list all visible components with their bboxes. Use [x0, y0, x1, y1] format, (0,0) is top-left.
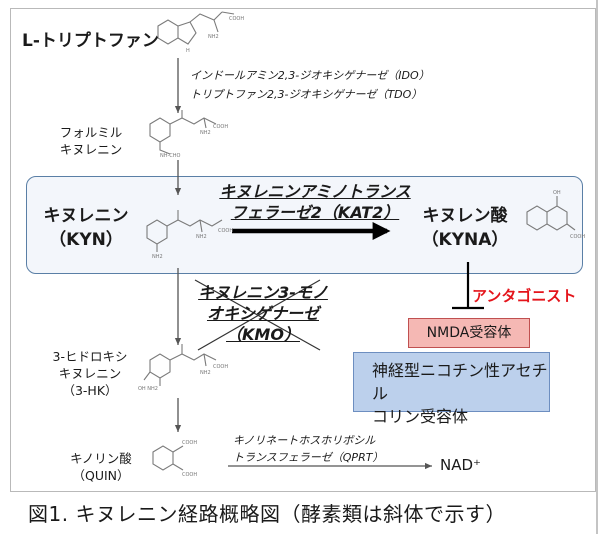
kmo-line-1: キヌレニン3-モノ: [198, 283, 328, 302]
nachr-line-1: 神経型ニコチン性アセチル: [372, 361, 548, 403]
svg-text:NH2: NH2: [200, 370, 211, 376]
structure-kynurenic-acid: [526, 196, 576, 231]
enzyme-ido: インドールアミン2,3-ジオキシゲナーゼ（IDO）: [190, 69, 430, 82]
kyn-highlight-box: [26, 176, 583, 274]
svg-text:COOH: COOH: [229, 16, 244, 22]
svg-text:COOH: COOH: [182, 472, 197, 478]
label-antagonist: アンタゴニスト: [472, 287, 577, 305]
kmo-line-2: オキシゲナーゼ: [206, 304, 319, 323]
svg-text:COOH: COOH: [182, 440, 197, 446]
kynurenic-acid-line-2: （KYNA）: [421, 230, 509, 250]
qprt-line-1: キノリネートホスホリボシル: [233, 434, 376, 447]
enzyme-tdo: トリプトファン2,3-ジオキシゲナーゼ（TDO）: [190, 88, 423, 101]
kat2-line-2: フェラーゼ2（KAT2）: [230, 203, 400, 222]
structure-quinolinic-acid: [152, 445, 184, 471]
page-edge: [596, 0, 598, 534]
svg-text:NH2: NH2: [196, 234, 207, 240]
svg-text:COOH: COOH: [213, 364, 228, 370]
svg-text:COOH: COOH: [218, 228, 233, 234]
label-l-tryptophan: L-トリプトファン: [22, 31, 159, 51]
label-nad: NAD⁺: [440, 456, 481, 474]
label-kynurenic-acid: キヌレン酸 （KYNA）: [410, 204, 520, 252]
structure-tryptophan: [157, 11, 235, 45]
quin-line-1: キノリン酸: [70, 451, 132, 466]
nachr-box: 神経型ニコチン性アセチル コリン受容体: [353, 352, 550, 426]
quin-line-2: （QUIN）: [72, 468, 130, 483]
3hk-line-2: キヌレニン: [58, 366, 122, 381]
svg-text:NH2: NH2: [208, 34, 219, 40]
label-quinolinic-acid: キノリン酸 （QUIN）: [56, 450, 146, 484]
3hk-line-3: （3-HK）: [62, 383, 118, 398]
svg-text:OH: OH: [553, 190, 561, 196]
kat2-line-1: キヌレニンアミノトランス: [219, 182, 411, 201]
label-kynurenine: キヌレニン （KYN）: [36, 204, 136, 252]
kmo-line-3: （KMO）: [226, 325, 300, 344]
kynurenine-line-1: キヌレニン: [43, 206, 129, 226]
svg-text:NH2: NH2: [152, 254, 163, 260]
nmda-receptor-box: NMDA受容体: [408, 318, 530, 348]
kmo-cross-line-2: [197, 279, 321, 351]
figure-frame: [10, 8, 596, 492]
qprt-line-2: トランスフェラーゼ（QPRT）: [233, 451, 384, 464]
svg-text:COOH: COOH: [213, 124, 228, 130]
label-formylkynurenine: フォルミル キヌレニン: [46, 124, 136, 158]
structure-3-hydroxykynurenine: [143, 344, 217, 386]
enzyme-kat2: キヌレニンアミノトランス フェラーゼ2（KAT2）: [200, 181, 430, 223]
svg-text:OH NH2: OH NH2: [138, 386, 158, 392]
enzyme-kmo: キヌレニン3-モノ オキシゲナーゼ （KMO）: [188, 282, 338, 345]
nachr-line-2: コリン受容体: [372, 407, 469, 426]
svg-text:NH-CHO: NH-CHO: [160, 153, 181, 159]
structure-kynurenine: [146, 210, 223, 252]
enzyme-qprt: キノリネートホスホリボシル トランスフェラーゼ（QPRT）: [233, 432, 383, 466]
svg-text:NH2: NH2: [200, 130, 211, 136]
formylkynurenine-line-2: キヌレニン: [59, 142, 123, 157]
formylkynurenine-line-1: フォルミル: [59, 125, 123, 140]
kynurenic-acid-line-1: キヌレン酸: [422, 206, 508, 226]
label-3-hydroxykynurenine: 3-ヒドロキシ キヌレニン （3-HK）: [40, 348, 140, 399]
3hk-line-1: 3-ヒドロキシ: [52, 349, 128, 364]
structure-formylkynurenine: [149, 110, 217, 155]
svg-text:H: H: [186, 48, 190, 54]
svg-text:COOH: COOH: [570, 234, 585, 240]
kynurenine-line-2: （KYN）: [49, 230, 123, 250]
kmo-cross-line-1: [194, 279, 321, 351]
figure-caption: 図1. キヌレニン経路概略図（酵素類は斜体で示す）: [28, 502, 506, 526]
